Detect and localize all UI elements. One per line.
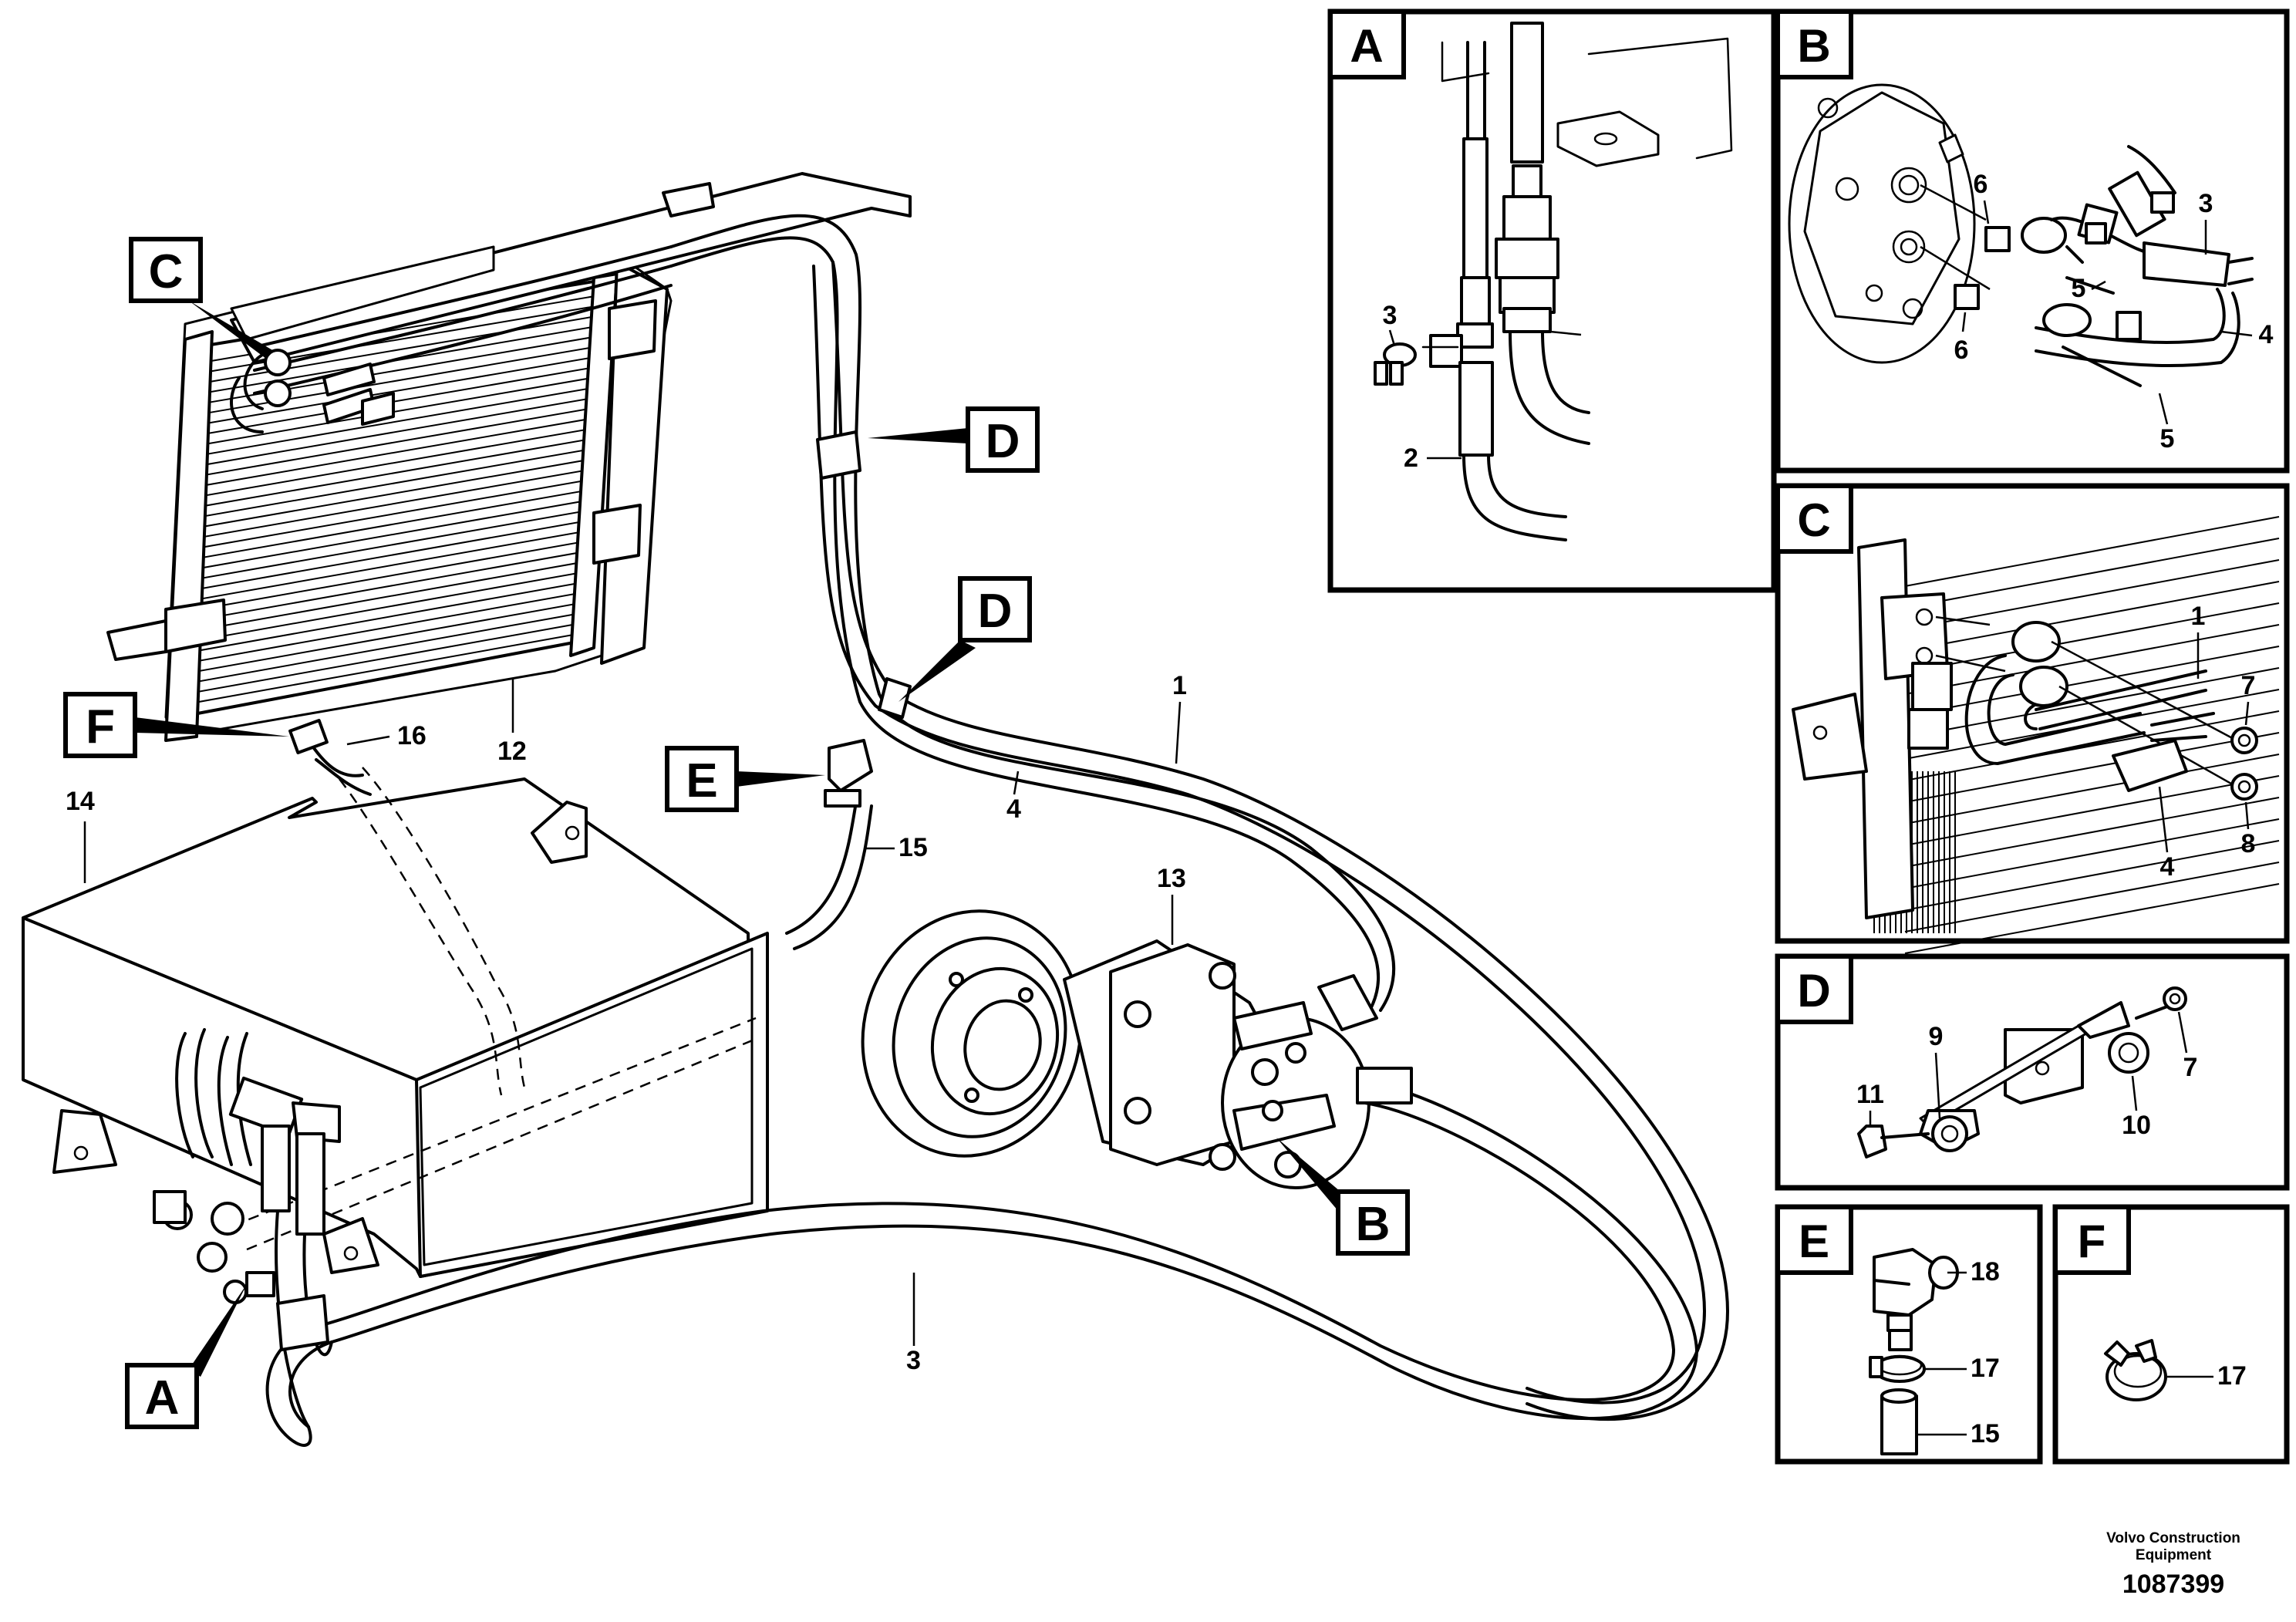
panel-e-drawing bbox=[1869, 1248, 1959, 1455]
footer: Volvo Construction Equipment 1087399 bbox=[2106, 1530, 2240, 1599]
panel-b-label-3: 3 bbox=[2199, 189, 2213, 218]
detail-panel-a: A 3 2 bbox=[1327, 8, 1777, 593]
panel-f-title: F bbox=[2078, 1216, 2106, 1267]
callout-c[interactable]: C bbox=[129, 237, 274, 359]
panel-a-title: A bbox=[1350, 20, 1383, 72]
panel-a-label-2: 3 bbox=[1383, 301, 1397, 330]
main-item-labels: 1 3 4 12 13 14 15 16 bbox=[66, 671, 1187, 1375]
callout-e[interactable]: E bbox=[665, 746, 825, 812]
callout-d-upper[interactable]: D bbox=[868, 406, 1040, 473]
compressor bbox=[861, 909, 1371, 1189]
panel-b-drawing bbox=[1788, 83, 2254, 387]
svg-text:B: B bbox=[1356, 1198, 1391, 1251]
detail-panel-d: D 11 9 10 7 bbox=[1775, 953, 2290, 1191]
svg-text:F: F bbox=[86, 700, 115, 754]
panel-b-label-5-top: 5 bbox=[2072, 274, 2086, 303]
panel-c-label-1: 1 bbox=[2191, 602, 2206, 631]
panel-e-label-15: 15 bbox=[1971, 1419, 2000, 1448]
panel-e-title: E bbox=[1799, 1216, 1829, 1267]
panel-a-label-1: 2 bbox=[1404, 443, 1418, 473]
callout-b[interactable]: B bbox=[1276, 1138, 1410, 1256]
panel-a-drawing bbox=[1374, 22, 1733, 541]
label-13: 13 bbox=[1157, 864, 1186, 893]
panel-c-drawing bbox=[1792, 516, 2280, 954]
panel-d-label-9: 9 bbox=[1929, 1022, 1944, 1051]
condenser bbox=[106, 172, 912, 742]
svg-text:E: E bbox=[686, 754, 717, 808]
panel-b-title: B bbox=[1797, 20, 1830, 72]
label-3: 3 bbox=[906, 1346, 921, 1375]
panel-d-label-10: 10 bbox=[2122, 1111, 2151, 1140]
label-14: 14 bbox=[66, 787, 95, 816]
detail-panel-e: E 18 17 15 bbox=[1775, 1204, 2043, 1465]
document-number: 1087399 bbox=[2122, 1570, 2224, 1599]
callout-f[interactable]: F bbox=[63, 692, 289, 758]
panel-d-title: D bbox=[1797, 965, 1830, 1017]
panel-b-label-6-bottom: 6 bbox=[1954, 336, 1969, 365]
svg-text:C: C bbox=[149, 245, 184, 298]
panel-c-title: C bbox=[1797, 494, 1830, 546]
detail-panel-f: F 17 bbox=[2052, 1204, 2290, 1465]
panel-b-label-5-bottom: 5 bbox=[2160, 424, 2175, 454]
panel-c-label-4: 4 bbox=[2160, 852, 2175, 882]
panel-c-label-8: 8 bbox=[2241, 829, 2256, 858]
panel-c-label-7: 7 bbox=[2241, 671, 2256, 700]
callout-d-lower[interactable]: D bbox=[899, 576, 1032, 702]
label-4: 4 bbox=[1006, 794, 1021, 824]
panel-f-drawing bbox=[2104, 1339, 2167, 1401]
label-1: 1 bbox=[1172, 671, 1187, 700]
svg-text:A: A bbox=[145, 1371, 180, 1425]
callout-a[interactable]: A bbox=[125, 1284, 247, 1429]
svg-text:D: D bbox=[986, 415, 1020, 468]
panel-f-label-17: 17 bbox=[2217, 1361, 2247, 1391]
panel-d-label-7: 7 bbox=[2183, 1053, 2198, 1082]
panel-b-label-4: 4 bbox=[2259, 320, 2274, 349]
panel-e-label-18: 18 bbox=[1971, 1257, 2000, 1286]
panel-d-label-11: 11 bbox=[1856, 1080, 1884, 1109]
detail-panel-c: C 1 7 8 4 bbox=[1775, 483, 2290, 954]
detail-panel-b: B 6 6 3 4 5 5 bbox=[1775, 8, 2290, 474]
label-12: 12 bbox=[497, 737, 527, 766]
svg-text:D: D bbox=[978, 585, 1013, 638]
panel-b-label-6-top: 6 bbox=[1974, 170, 1988, 199]
panel-e-label-17: 17 bbox=[1971, 1354, 2000, 1383]
evaporator-box bbox=[22, 767, 769, 1304]
label-16: 16 bbox=[397, 721, 426, 750]
hoses bbox=[265, 214, 1729, 1447]
panel-d-drawing bbox=[1857, 986, 2187, 1158]
company-name-line2: Equipment bbox=[2136, 1547, 2212, 1563]
company-name-line1: Volvo Construction bbox=[2106, 1530, 2240, 1546]
label-15: 15 bbox=[899, 833, 928, 862]
